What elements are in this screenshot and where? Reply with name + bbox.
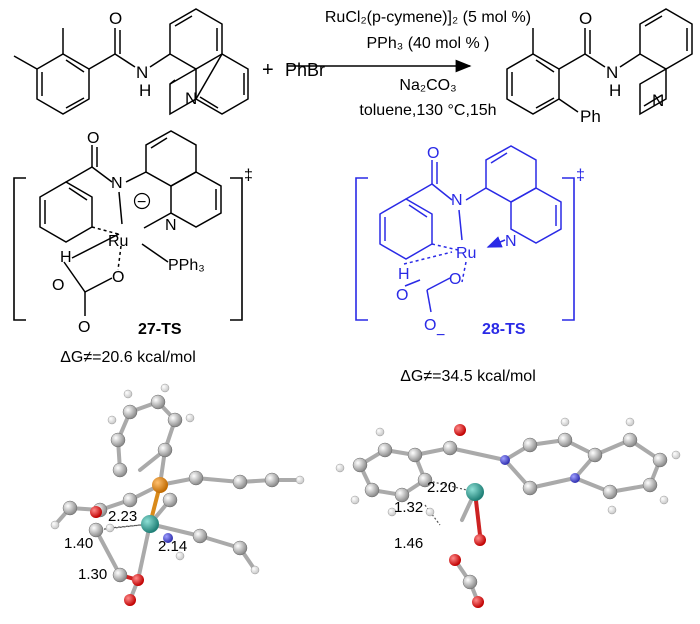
ts28-dist-2: 1.32 (394, 499, 423, 516)
ts28-h-label: H (398, 266, 410, 283)
reactant-amide-structure (13, 8, 249, 116)
product-n-label: N (606, 63, 618, 82)
ts27-o3-label: O (52, 277, 64, 294)
ts28-minus-label: − (436, 327, 445, 344)
reactant-h-label: H (139, 81, 151, 100)
ts27-n-label: N (111, 175, 123, 192)
ts28-ru-atom (466, 483, 484, 501)
ts28-label: 28-TS (482, 321, 526, 338)
ts27-ru-label: Ru (108, 233, 128, 250)
reactant-atom-labels: O N H N (109, 9, 197, 108)
ts28-energy: ΔG≠=34.5 kcal/mol (400, 368, 536, 385)
reactant-o-label: O (109, 9, 122, 28)
ts27-3d-model: 2.23 2.14 1.40 1.30 (50, 383, 305, 606)
ts28-o-label: O (427, 145, 439, 162)
ts27-brackets (13, 177, 243, 321)
condition-solvent: toluene,130 °C,15h (359, 102, 496, 119)
ts27-o-label: O (87, 130, 99, 147)
ts28-quinoline-n-label: N (505, 233, 517, 250)
ts28-dagger: ‡ (576, 167, 585, 184)
ts27-dist-1: 2.23 (108, 508, 137, 525)
ts27-energy: ΔG≠=20.6 kcal/mol (60, 349, 196, 366)
ts28-n-label: N (451, 192, 463, 209)
ts27-quinoline-n-label: N (165, 217, 177, 234)
reactant-n-label: N (136, 63, 148, 82)
ts28-brackets (355, 177, 575, 321)
ts27-minus-label: − (137, 194, 146, 211)
ts27-ru-atom (141, 515, 159, 533)
reaction-conditions: RuCl₂(p-cymene)]₂ (5 mol %) PPh₃ (40 mol… (325, 9, 531, 119)
ts27-o4-label: O (78, 319, 90, 336)
condition-catalyst: RuCl₂(p-cymene)]₂ (5 mol %) (325, 9, 531, 26)
product-structure (506, 8, 693, 116)
plus-sign: + (262, 59, 274, 81)
ts28-structure (379, 145, 562, 313)
reactant-quinoline-n-label: N (185, 89, 197, 108)
product-o-label: O (579, 9, 592, 28)
ts27-dagger: ‡ (244, 167, 253, 184)
ts27-dist-3: 1.40 (64, 535, 93, 552)
product-h-label: H (609, 81, 621, 100)
reagent-phbr: PhBr (285, 60, 325, 80)
ts27-pph3-label: PPh₃ (168, 257, 205, 274)
ts28-o4-label: O (424, 317, 436, 334)
product-quinoline-n-label: N (652, 91, 664, 110)
condition-ligand: PPh₃ (40 mol % ) (367, 35, 490, 52)
ts28-atom-labels: O N N Ru H O O O − ‡ 28-TS (396, 145, 585, 344)
condition-base: Na₂CO₃ (399, 77, 456, 94)
ts27-h-label: H (60, 249, 72, 266)
ts28-dist-1: 2.20 (427, 479, 456, 496)
ts28-dist-3: 1.46 (394, 535, 423, 552)
product-ph-label: Ph (580, 107, 601, 126)
ts28-o2-label: O (449, 271, 461, 288)
ts28-ru-label: Ru (456, 245, 476, 262)
ts27-dist-2: 2.14 (158, 538, 187, 555)
ts28-3d-model: 2.20 1.32 1.46 (335, 417, 681, 608)
ts27-atom-labels: O N N Ru H O O O PPh₃ − ‡ 27-TS (52, 130, 253, 338)
ts27-o2-label: O (112, 269, 124, 286)
ts28-o3-label: O (396, 287, 408, 304)
ts27-dist-4: 1.30 (78, 566, 107, 583)
ts27-label: 27-TS (138, 321, 182, 338)
ts27-structure (39, 130, 222, 316)
ts27-minus-circle (133, 192, 151, 210)
product-atom-labels: O N H Ph N (579, 9, 664, 126)
ts27-p-atom (152, 477, 168, 493)
